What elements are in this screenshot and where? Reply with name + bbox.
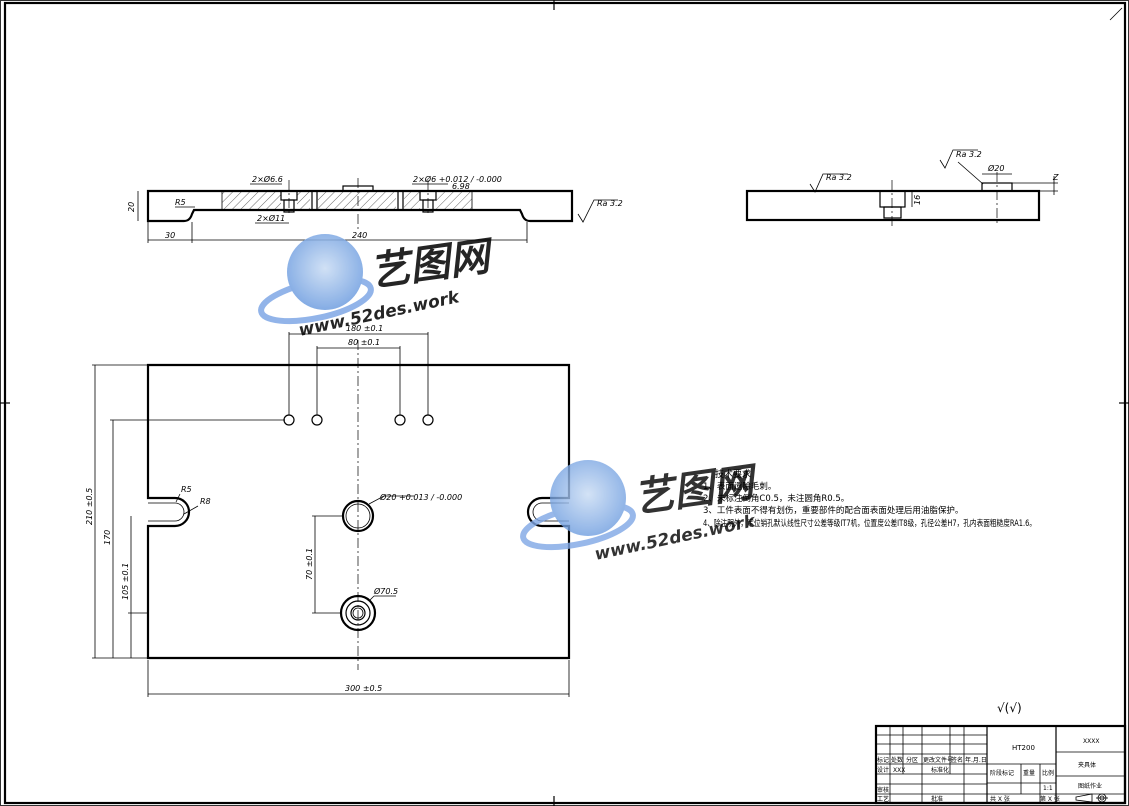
title-block: 标记 处数 分区 更改文件号 签名 年.月.日 设计 XXX 标准化 审核 工艺…	[874, 724, 1127, 805]
dim-center-to-lower: 70 ±0.1	[305, 548, 314, 580]
tb-part-name: 夹具体	[1078, 761, 1096, 769]
dim-hole-span-inner: 80 ±0.1	[348, 338, 380, 347]
dim-slot-r5: R5	[181, 485, 192, 494]
mounting-holes	[283, 414, 434, 426]
dim-hole-top-left: 2×Ø6.6	[252, 174, 283, 184]
tb-material: HT200	[1012, 744, 1035, 752]
projection-symbol-icon	[1075, 793, 1108, 803]
tech-item-1: 1、表面遗除毛刺。	[703, 481, 776, 492]
tb-designer-value: XXX	[893, 767, 905, 774]
tb-weight-label: 重量	[1023, 769, 1035, 777]
globe-icon	[287, 234, 363, 310]
dim-width: 300 ±0.5	[345, 684, 382, 693]
tb-approve-label: 批准	[931, 795, 943, 803]
dim-fillet: R5	[175, 198, 186, 207]
front-section-view: 20 R5 30 240 2×Ø6.6 2×Ø11 2×Ø6 +0.012 / …	[127, 174, 623, 243]
roughness-side-left: Ra 3.2	[826, 173, 852, 182]
dim-height-outer: 210 ±0.5	[85, 488, 94, 525]
tech-item-2: 2、未标注倒角C0.5，未注圆角R0.5。	[703, 493, 849, 504]
tech-title: 技术要求	[715, 468, 751, 480]
dim-hole-span-outer: 180 ±0.1	[346, 324, 383, 333]
tb-sheet-no: 第 X 张	[1040, 795, 1060, 803]
tb-date: 年.月.日	[965, 756, 987, 764]
roughness-side-top: Ra 3.2	[956, 150, 982, 159]
dim-center-hole: Ø20 +0.013 / -0.000	[379, 492, 462, 502]
tb-change-no: 更改文件号	[923, 756, 953, 764]
top-view: 180 ±0.1 80 ±0.1 210 ±0.5 170 105 ±0.1 3…	[85, 324, 571, 697]
dim-height-inner: 105 ±0.1	[121, 563, 130, 600]
tb-designer-label: 设计	[877, 766, 889, 774]
tb-scale-label: 比例	[1042, 769, 1054, 777]
tb-stage-label: 阶段标记	[990, 769, 1014, 777]
tb-scale-value: 1:1	[1043, 785, 1053, 792]
tb-zone: 分区	[906, 756, 918, 764]
tb-sign: 签名	[951, 756, 963, 764]
tb-review-label: 审核	[877, 786, 889, 794]
side-view: Ra 3.2 Ra 3.2 Ø20 16 Z	[745, 149, 1059, 226]
z-label: Z	[1052, 173, 1059, 182]
general-roughness: √(√)	[997, 701, 1022, 715]
dim-pin-depth: 6.98	[452, 182, 470, 191]
tb-count: 处数	[891, 756, 903, 764]
tb-process-label: 工艺	[877, 795, 889, 803]
watermark-brand: 艺图网	[367, 233, 498, 296]
tb-mark: 标记	[877, 756, 889, 764]
dim-boss-height: 16	[913, 195, 922, 205]
dim-lower-hole: Ø70.5	[373, 586, 398, 596]
globe-icon	[550, 460, 626, 536]
dim-slot-r8: R8	[200, 497, 211, 506]
tb-company: 图纸作业	[1078, 782, 1102, 790]
roughness-front: Ra 3.2	[597, 199, 623, 208]
dim-height-mid: 170	[103, 530, 112, 545]
technical-requirements: 技术要求 1、表面遗除毛刺。 2、未标注倒角C0.5，未注圆角R0.5。 3、工…	[703, 468, 1036, 529]
dim-hole-pin: 2×Ø6 +0.012 / -0.000	[413, 174, 502, 184]
tb-standard-label: 标准化	[931, 766, 949, 774]
dim-left-step: 30	[165, 231, 175, 240]
tb-drawing-no: XXXX	[1083, 738, 1099, 745]
tech-item-4a: 4、除注明外，定位销孔默认线性尺寸公差等级IT7机，位置度公差IT8级，孔径公差…	[703, 518, 1036, 529]
tb-sheets: 共 X 张	[990, 795, 1010, 803]
dim-thickness: 20	[127, 202, 136, 212]
dim-boss-diameter: Ø20	[987, 163, 1004, 173]
dim-hole-bottom-left: 2×Ø11	[257, 213, 285, 223]
dim-slot-length: 240	[352, 231, 367, 240]
tech-item-3: 3、工件表面不得有划伤，重要部件的配合面表面处理后用油脂保护。	[703, 505, 963, 516]
